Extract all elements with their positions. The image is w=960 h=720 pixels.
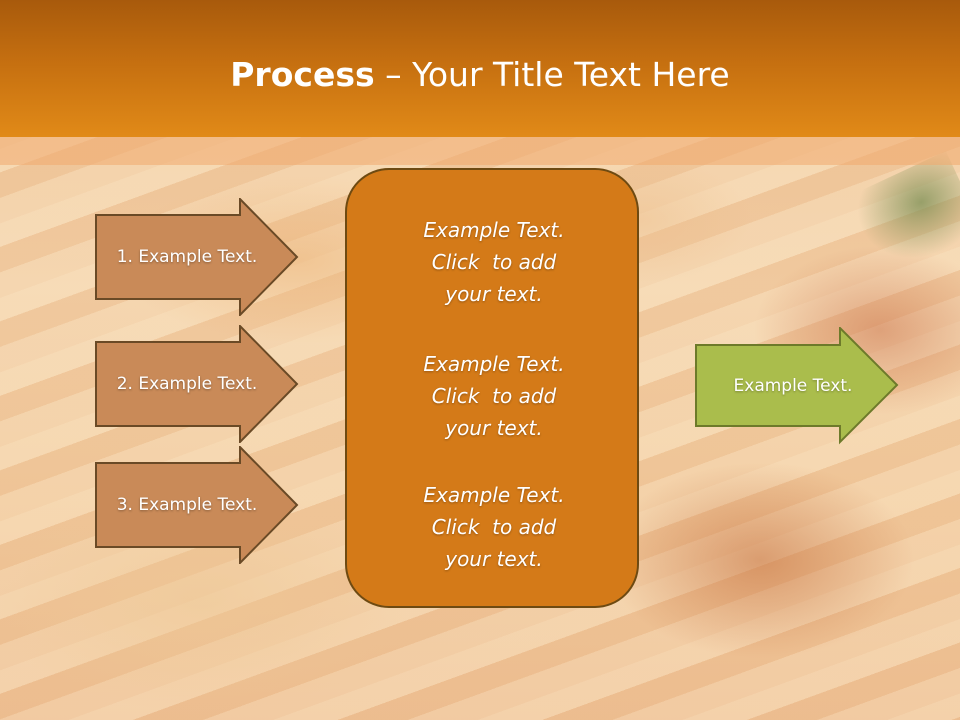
block-line: your text. [445, 547, 543, 571]
block-line: Click to add [431, 384, 557, 408]
step-label: 1. Example Text. [116, 247, 258, 267]
title-bar [0, 0, 960, 137]
title-bold-text: Process [230, 55, 375, 94]
center-text-block-1: Example Text. Click to add your text. [347, 214, 641, 310]
block-line: Click to add [431, 515, 557, 539]
right-arrow-shape-icon [95, 446, 299, 564]
block-line: Example Text. [423, 218, 565, 242]
block-line: your text. [445, 416, 543, 440]
block-line: your text. [445, 282, 543, 306]
center-text-block-2: Example Text. Click to add your text. [347, 348, 641, 444]
title-rest-text: – Your Title Text Here [374, 55, 730, 94]
step-arrow-2[interactable]: 2. Example Text. [95, 325, 300, 443]
step-label: 2. Example Text. [116, 374, 258, 394]
right-arrow-shape-icon [95, 198, 299, 316]
step-arrow-1[interactable]: 1. Example Text. [95, 198, 300, 316]
center-text-block-3: Example Text. Click to add your text. [347, 479, 641, 575]
output-arrow[interactable]: Example Text. [695, 327, 900, 445]
header-band [0, 137, 960, 165]
right-arrow-shape-icon [695, 327, 899, 445]
center-text-box[interactable]: Example Text. Click to add your text. Ex… [345, 168, 639, 608]
block-line: Click to add [431, 250, 557, 274]
slide-title[interactable]: Process – Your Title Text Here [0, 48, 960, 102]
output-label: Example Text. [733, 376, 853, 396]
block-line: Example Text. [423, 483, 565, 507]
block-line: Example Text. [423, 352, 565, 376]
step-label: 3. Example Text. [116, 495, 258, 515]
step-arrow-3[interactable]: 3. Example Text. [95, 446, 300, 564]
right-arrow-shape-icon [95, 325, 299, 443]
